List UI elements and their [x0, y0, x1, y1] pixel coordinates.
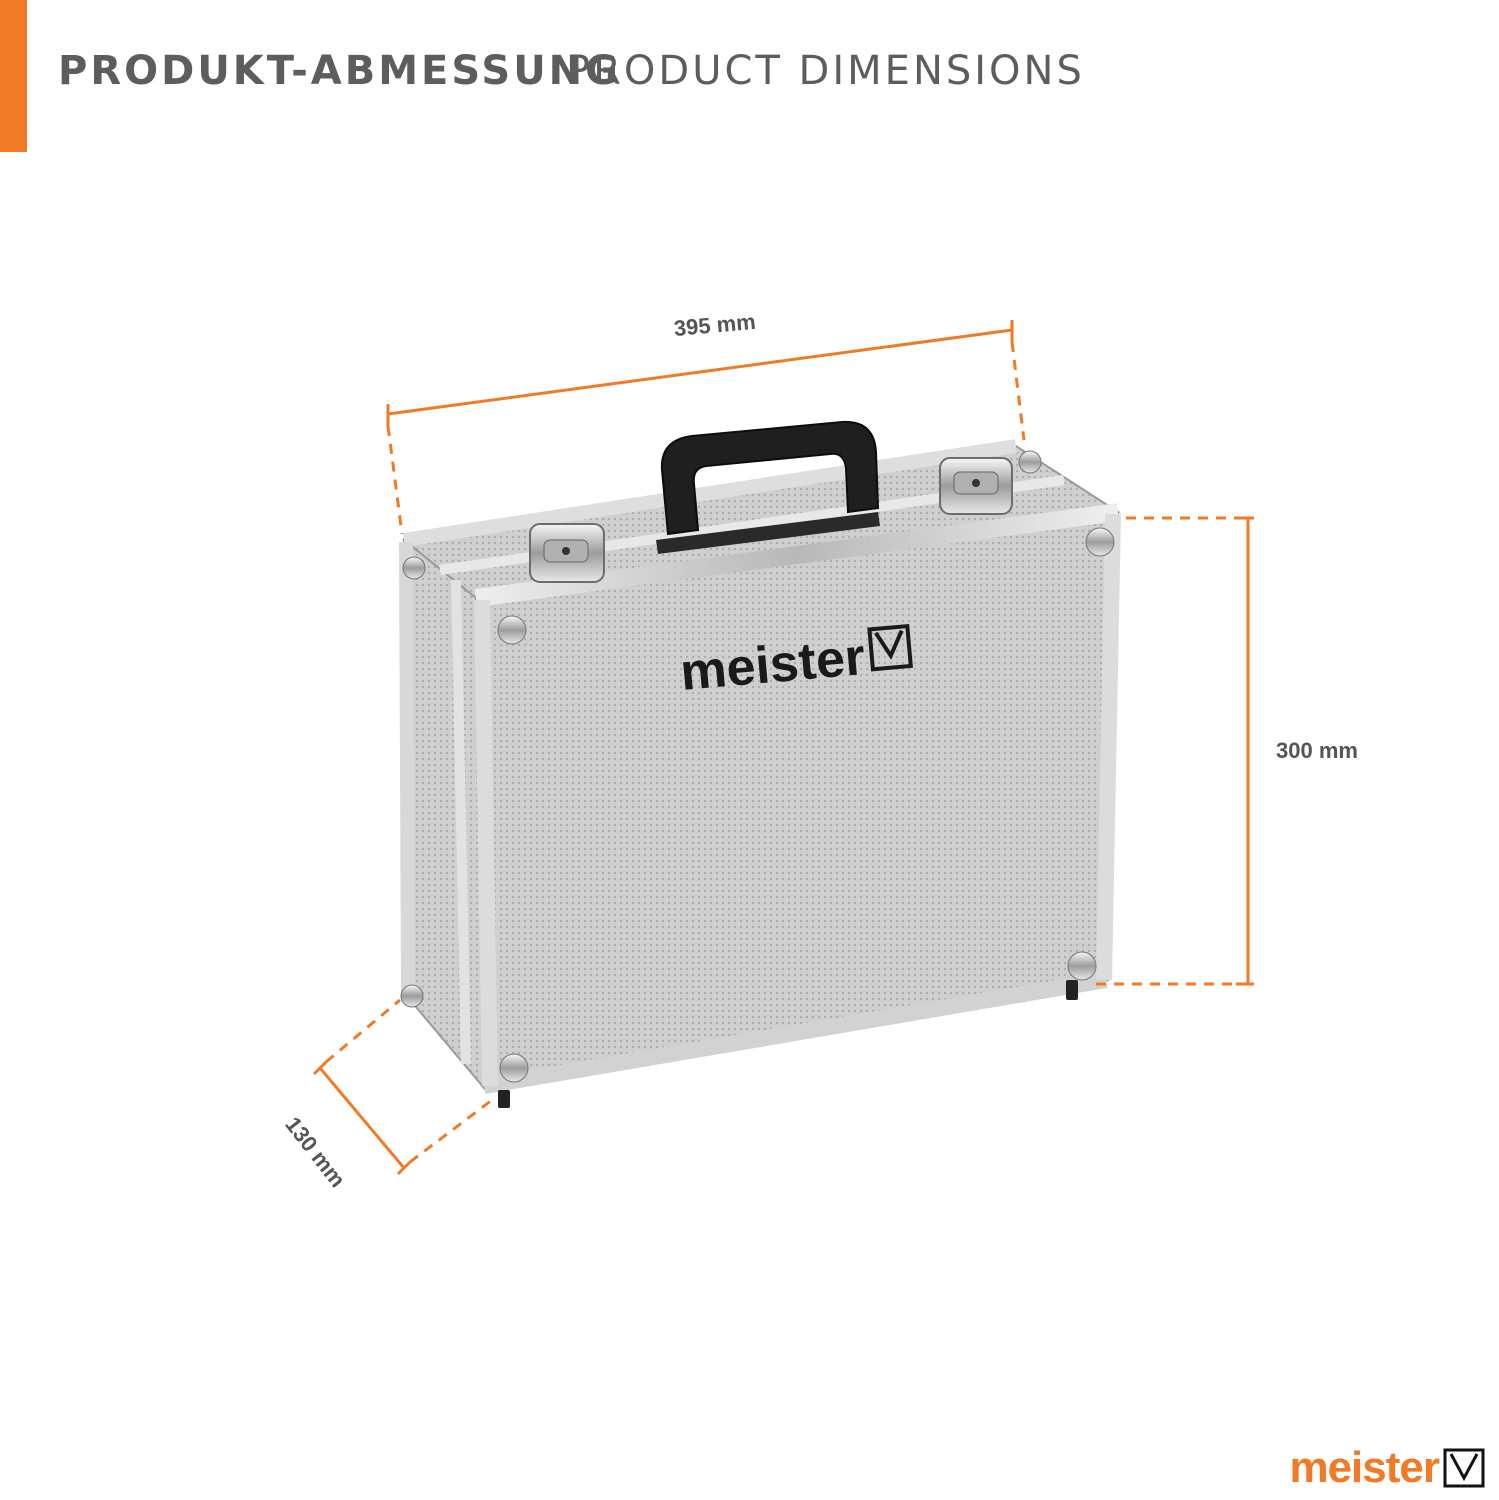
corner-cap: [1018, 450, 1042, 474]
case-foot: [1066, 980, 1078, 1000]
corner-cap: [402, 556, 426, 580]
dimension-depth-line: [312, 998, 493, 1176]
handle: [660, 420, 880, 536]
corner-cap: [1067, 951, 1097, 981]
rim-side-seam: [451, 579, 471, 1065]
dimension-height-label: 300 mm: [1276, 738, 1358, 763]
rim-front-bottom: [482, 972, 1108, 1094]
corner-cap: [1085, 527, 1115, 557]
latch-left: [529, 523, 605, 583]
page-title-de: PRODUKT-ABMESSUNG: [58, 48, 621, 94]
case-foot: [498, 1090, 510, 1108]
page-title-en: PRODUCT DIMENSIONS: [566, 48, 1085, 94]
dimension-width-line: [386, 320, 1026, 535]
corner-cap: [400, 984, 424, 1008]
handle-base: [656, 512, 880, 554]
rim-top-back: [402, 439, 1018, 547]
rim-front-right: [1096, 513, 1121, 981]
corner-cap: [497, 615, 527, 645]
brand-logo-text: meister: [1289, 1443, 1440, 1492]
rim-side-left: [399, 541, 415, 996]
corner-cap: [499, 1053, 529, 1083]
dimension-height-line: [1096, 516, 1254, 986]
rim-front-left: [474, 599, 498, 1087]
rim-top-front: [474, 503, 1120, 607]
latch-right: [939, 457, 1013, 515]
accent-bar: [0, 0, 27, 152]
brand-logo: meister: [1289, 1446, 1485, 1490]
brand-logo-mark-icon: [1443, 1448, 1485, 1488]
